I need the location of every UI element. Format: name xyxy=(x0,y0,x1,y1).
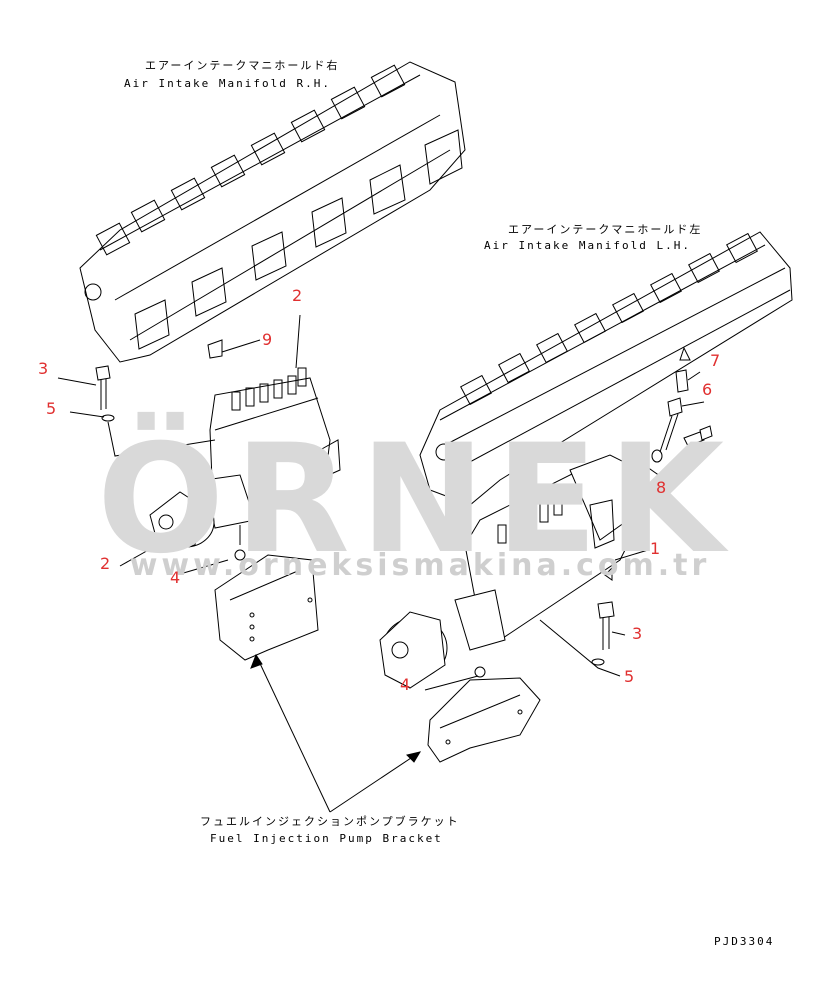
fuel-injection-pump-right xyxy=(379,454,646,689)
bracket-label-en: Fuel Injection Pump Bracket xyxy=(210,832,443,845)
drawing-code: PJD3304 xyxy=(714,935,775,948)
air-intake-manifold-lh xyxy=(419,231,793,506)
manifold-rh-label-en: Air Intake Manifold R.H. xyxy=(124,77,331,90)
callout-6: 6 xyxy=(702,380,713,399)
callout-3-right: 3 xyxy=(632,624,643,643)
manifold-rh-label-jp: エアーインテークマニホールド右 xyxy=(145,59,340,72)
leader-lines xyxy=(57,314,705,813)
air-intake-manifold-rh xyxy=(79,61,466,363)
callout-1: 1 xyxy=(650,539,661,558)
callout-8: 8 xyxy=(656,478,667,497)
bracket-label-jp: フュエルインジェクションポンプブラケット xyxy=(200,815,460,828)
callout-4-left: 4 xyxy=(170,568,181,587)
callout-5-right: 5 xyxy=(624,667,635,686)
callout-3-left: 3 xyxy=(38,359,49,378)
small-parts xyxy=(95,365,713,666)
callout-4-right: 4 xyxy=(400,675,411,694)
pump-bracket-left xyxy=(214,554,319,661)
manifold-lh-label-jp: エアーインテークマニホールド左 xyxy=(508,223,703,236)
pump-bracket-right xyxy=(427,677,541,763)
fuel-injection-pump-left xyxy=(149,367,341,561)
callout-5-left: 5 xyxy=(46,399,57,418)
callout-2-top: 2 xyxy=(292,286,303,305)
manifold-lh-label-en: Air Intake Manifold L.H. xyxy=(484,239,691,252)
callout-9: 9 xyxy=(262,330,273,349)
watermark-brand: ÖRNEK xyxy=(96,413,735,587)
watermark-url: www.orneksismakina.com.tr xyxy=(129,548,711,583)
callout-2-left: 2 xyxy=(100,554,111,573)
callout-7: 7 xyxy=(710,351,721,370)
